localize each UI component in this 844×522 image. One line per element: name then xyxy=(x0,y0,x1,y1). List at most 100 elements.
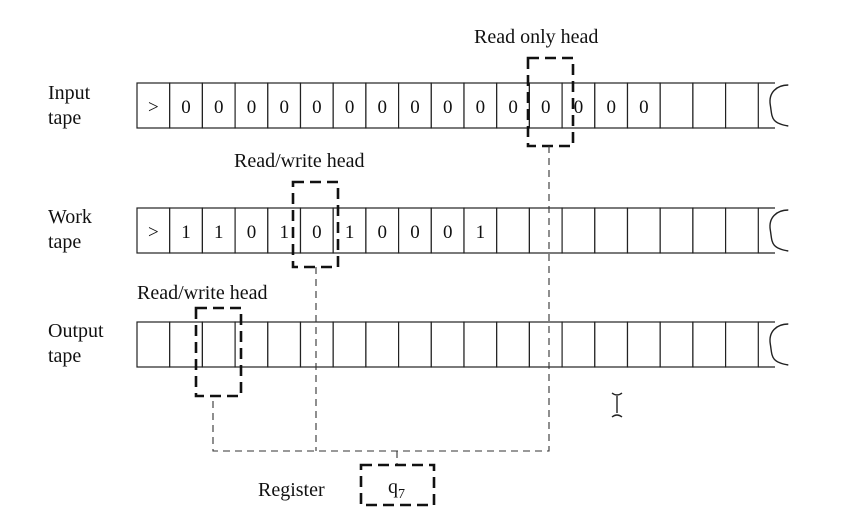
work-head-frame xyxy=(291,180,340,269)
work-tape-symbol: 1 xyxy=(345,222,355,243)
output-tape-cell xyxy=(496,321,531,368)
work-tape-cell xyxy=(659,207,694,254)
work-tape-symbol: 0 xyxy=(247,222,257,243)
work-tape-cell xyxy=(692,207,727,254)
input-tape-cell xyxy=(365,82,400,129)
output-tape-cell xyxy=(659,321,694,368)
output-tape-end-rail xyxy=(758,321,775,368)
input-tape-symbol: 0 xyxy=(312,97,322,118)
output-tape-cell xyxy=(169,321,203,368)
output-tape-cell xyxy=(626,321,661,368)
input-tape-symbol: 0 xyxy=(247,97,257,118)
output-tape-cell xyxy=(594,321,629,368)
work-tape-cell xyxy=(267,207,302,254)
output-tape-cell xyxy=(398,321,432,368)
work-tape-cell xyxy=(201,207,236,254)
input-tape-symbol: 0 xyxy=(378,97,388,118)
output-tape-cell xyxy=(463,321,498,368)
register-state-subscript: 7 xyxy=(398,487,405,502)
work-tape-curl-end xyxy=(769,209,789,252)
input-tape-symbol: 0 xyxy=(476,97,486,118)
input-tape-symbol: 0 xyxy=(443,97,453,118)
text-cursor-icon xyxy=(611,392,623,418)
input-tape-cell xyxy=(267,82,302,129)
work-tape-cell xyxy=(528,207,563,254)
output-tape-cells xyxy=(136,321,789,368)
input-tape-label-line1: Input xyxy=(48,82,91,104)
output-read-write-head: Read/write head xyxy=(137,282,268,398)
input-head-label: Read only head xyxy=(474,26,598,48)
work-tape-cell xyxy=(136,207,171,254)
work-tape-cell xyxy=(561,207,596,254)
input-tape-cell xyxy=(398,82,432,129)
output-tape-cell xyxy=(724,321,759,368)
register-frame xyxy=(359,463,436,507)
input-tape-cell xyxy=(496,82,531,129)
work-tape-cell xyxy=(463,207,498,254)
work-head-label: Read/write head xyxy=(234,150,365,172)
work-tape-symbol: > xyxy=(148,222,159,243)
input-tape-symbol: 0 xyxy=(181,97,191,118)
output-tape-cell xyxy=(561,321,596,368)
output-tape-curl-end xyxy=(769,323,789,366)
input-tape-cell xyxy=(169,82,203,129)
input-tape-symbol: 0 xyxy=(214,97,224,118)
input-tape-cell xyxy=(561,82,596,129)
input-tape-cell xyxy=(626,82,661,129)
wire-bus xyxy=(212,146,550,452)
input-tape-cell xyxy=(724,82,759,129)
work-tape-cell xyxy=(594,207,629,254)
input-tape-symbol: 0 xyxy=(508,97,518,118)
work-tape-cell xyxy=(234,207,269,254)
output-tape-cell xyxy=(299,321,334,368)
output-head-label: Read/write head xyxy=(137,282,268,304)
work-tape-label-line2: tape xyxy=(48,231,81,253)
work-tape-cell xyxy=(724,207,759,254)
work-tape-symbol: 0 xyxy=(443,222,453,243)
input-tape-cell xyxy=(332,82,367,129)
work-tape-cell xyxy=(626,207,661,254)
register-state: q7 xyxy=(388,476,405,502)
work-tape-label-line1: Work xyxy=(48,206,92,228)
input-head-frame xyxy=(526,56,575,148)
input-tape-cell xyxy=(299,82,334,129)
text-cursor-icon-path xyxy=(611,392,623,418)
output-tape-cell xyxy=(528,321,563,368)
input-tape-symbol: 0 xyxy=(345,97,355,118)
output-tape-cell xyxy=(267,321,302,368)
input-read-only-head: Read only head xyxy=(474,26,598,148)
work-tape-symbol: 0 xyxy=(410,222,420,243)
input-tape-end-rail xyxy=(758,82,775,129)
work-tape-symbol: 1 xyxy=(476,222,486,243)
output-tape-cell xyxy=(430,321,465,368)
output-tape-cell xyxy=(234,321,269,368)
register: Register q7 xyxy=(258,463,436,507)
work-tape-end-rail xyxy=(758,207,775,254)
input-tape-symbol: 0 xyxy=(574,97,584,118)
output-tape-label-line2: tape xyxy=(48,345,81,367)
work-read-write-head: Read/write head xyxy=(234,150,365,269)
output-tape-cell xyxy=(136,321,171,368)
output-tape-cell xyxy=(332,321,367,368)
work-tape-symbol: 1 xyxy=(214,222,224,243)
input-tape-cell xyxy=(136,82,171,129)
input-tape-label-line2: tape xyxy=(48,107,81,129)
register-state-letter: q xyxy=(388,476,398,498)
output-head-frame xyxy=(194,306,243,398)
output-tape-cell xyxy=(365,321,400,368)
output-tape-label-line1: Output xyxy=(48,320,104,342)
input-tape-symbol: 0 xyxy=(410,97,420,118)
input-tape-symbol: 0 xyxy=(541,97,551,118)
input-tape-cell xyxy=(659,82,694,129)
work-tape-symbol: 1 xyxy=(181,222,191,243)
output-tape: Output tape xyxy=(48,320,789,368)
input-tape-symbol: 0 xyxy=(639,97,649,118)
input-tape-curl-end xyxy=(769,84,789,127)
work-tape-symbol: 0 xyxy=(378,222,388,243)
work-tape-cell xyxy=(398,207,432,254)
register-label: Register xyxy=(258,479,325,501)
